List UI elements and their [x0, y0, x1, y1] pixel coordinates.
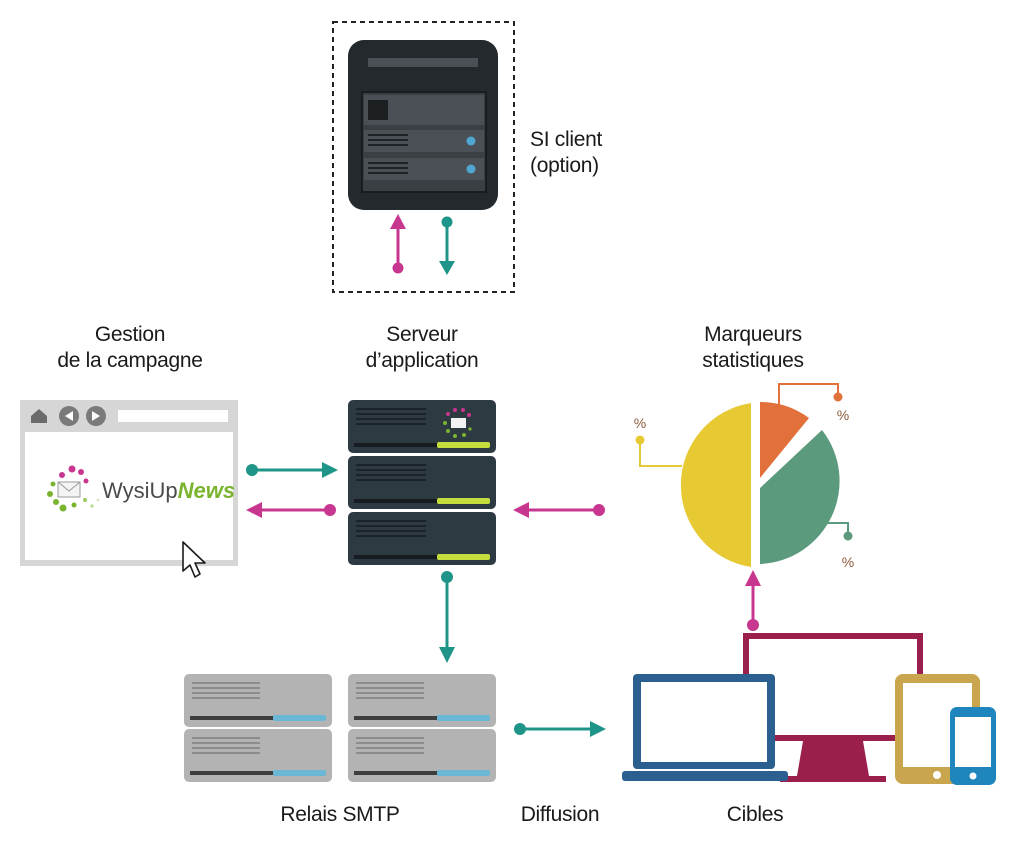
label-serveur-application: Serveur d’application: [365, 323, 479, 372]
label-marqueurs-statistiques: Marqueurs statistiques: [702, 323, 804, 372]
pie-percent-yellow: %: [634, 415, 646, 431]
application-server-rack: [348, 400, 496, 565]
label-gestion-campagne: Gestion de la campagne: [57, 323, 203, 372]
arrow-serveur-to-gestion: [246, 502, 336, 518]
label-diffusion: Diffusion: [520, 803, 600, 826]
pie-slice-green: [760, 430, 840, 564]
arrow-marqueurs-to-serveur: [513, 502, 605, 518]
campaign-browser-window: [20, 400, 238, 566]
pie-percent-green: %: [842, 554, 854, 570]
logo-text-part1: WysiUp: [102, 478, 178, 503]
pie-percent-orange: %: [837, 407, 849, 423]
si-client-dashed-box: [332, 21, 515, 293]
home-icon: [31, 409, 47, 423]
label-si-client: SI client (option): [530, 128, 602, 177]
wysiup-logo-mark: [47, 465, 100, 512]
label-relais-smtp: Relais SMTP: [280, 803, 400, 826]
statistics-pie-icon: [635, 383, 853, 567]
pie-slice-yellow: [680, 403, 751, 567]
pie-slice-orange: [760, 402, 809, 478]
arrow-serveur-to-relais: [439, 571, 455, 663]
target-devices: [622, 633, 996, 785]
wysiup-logo-text: WysiUpNews: [102, 478, 235, 503]
label-cibles: Cibles: [726, 803, 784, 826]
logo-text-part2: News: [178, 478, 235, 503]
mouse-cursor-icon: [182, 541, 206, 578]
address-bar: [118, 410, 228, 422]
si-client-server-icon: [348, 40, 498, 210]
arrow-cibles-to-marqueurs: [745, 570, 761, 631]
smtp-relay-servers: [184, 674, 496, 782]
arrow-diffusion: [514, 721, 606, 737]
si-client-arrow-down: [439, 216, 455, 275]
arrow-gestion-to-serveur: [246, 462, 338, 478]
si-client-arrow-up: [390, 214, 406, 274]
